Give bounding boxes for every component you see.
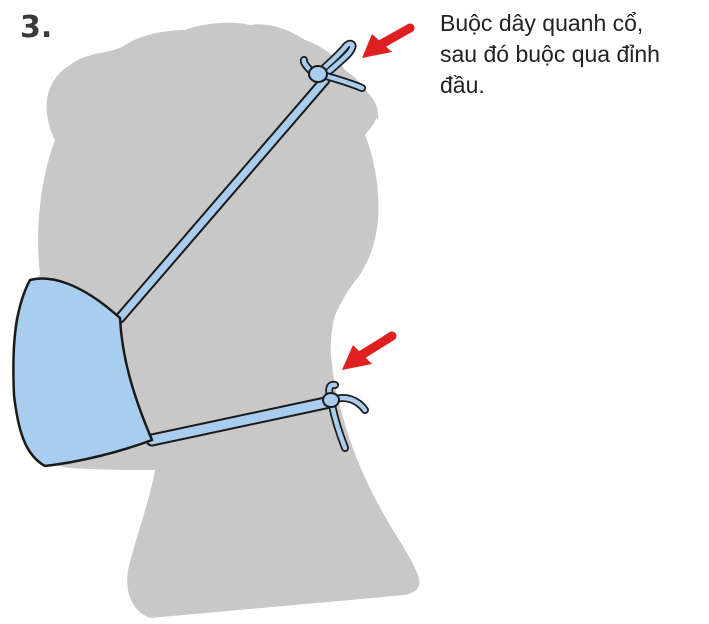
head-silhouette (12, 22, 420, 618)
arrow-top-knot-icon (362, 23, 415, 58)
arrow-neck-knot-icon (342, 331, 397, 370)
hair-tuft (355, 85, 379, 120)
top-tie-strap (116, 76, 329, 322)
neck-knot (322, 380, 369, 452)
bottom-tie-strap (147, 397, 335, 445)
face-mask (12, 277, 154, 468)
top-knot (299, 39, 366, 92)
step-number: 3. (20, 10, 53, 45)
instruction-caption: Buộc dây quanh cổ, sau đó buộc qua đỉnh … (440, 10, 660, 98)
